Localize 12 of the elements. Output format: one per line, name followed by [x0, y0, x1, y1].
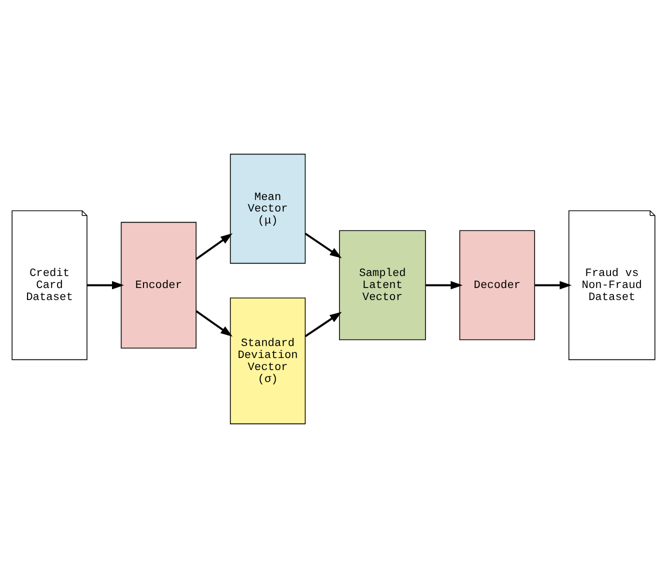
node-box: Standard Deviation Vector (σ) — [230, 298, 306, 424]
node-box: Sampled Latent Vector — [339, 230, 426, 340]
node-box: Decoder — [459, 230, 536, 340]
arrow — [534, 281, 572, 290]
node-box: Encoder — [120, 222, 196, 349]
node-box: Mean Vector (μ) — [230, 154, 306, 264]
arrow — [426, 281, 463, 290]
arrow — [304, 232, 342, 258]
arrow — [196, 310, 233, 337]
arrow — [196, 233, 233, 260]
arrow — [87, 281, 124, 290]
arrow — [304, 312, 342, 338]
